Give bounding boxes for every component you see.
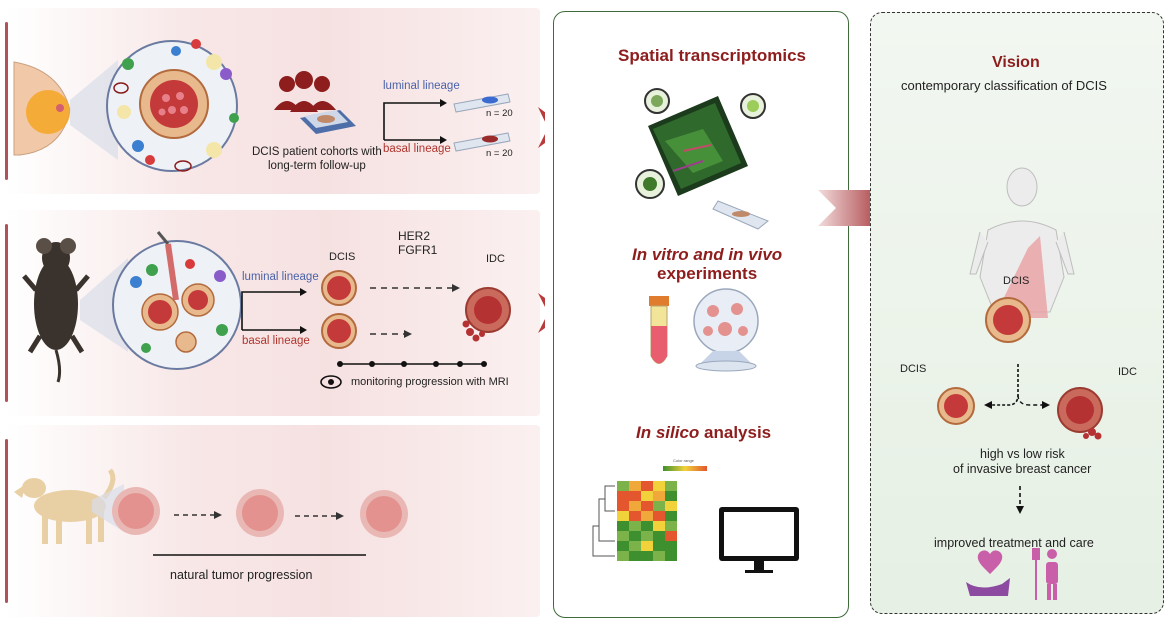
- vision-dcis-left-label: DCIS: [900, 363, 927, 375]
- dcis-lesion-basal: [321, 313, 357, 349]
- mouse-lineage-arrows: [241, 291, 300, 331]
- zoom-cone: [70, 60, 118, 160]
- mouse-illustration: [22, 238, 90, 383]
- natural-progression-label: natural tumor progression: [170, 568, 313, 582]
- cohort-caption-line1: DCIS patient cohorts with: [252, 146, 382, 158]
- cohort-caption-line2: long-term follow-up: [268, 160, 366, 172]
- panel-accent-bar: [5, 439, 8, 603]
- culture-tube-icon: [649, 296, 669, 364]
- dcis-lesion-luminal: [321, 270, 357, 306]
- gene-her2: HER2: [398, 229, 431, 243]
- risk-line2: of invasive breast cancer: [953, 462, 1092, 476]
- heart-hand-icon: [966, 550, 1010, 596]
- luminal-slide: [453, 93, 511, 113]
- tumor-cluster-3: [360, 490, 408, 538]
- vision-dcis-label: DCIS: [1003, 275, 1030, 287]
- methods-illustrations: Color range: [592, 88, 799, 573]
- vision-subtitle: contemporary classification of DCIS: [901, 78, 1107, 93]
- mri-monitoring-label: monitoring progression with MRI: [351, 376, 509, 388]
- heatmap-icon: [592, 466, 707, 561]
- panel-accent-bar: [5, 22, 8, 180]
- tissue-slide-icon: [300, 110, 356, 134]
- dog-illustration: [14, 468, 116, 544]
- left-illustrations: [13, 39, 545, 556]
- mri-timeline: [337, 361, 487, 367]
- low-risk-dcis: [937, 387, 975, 425]
- chevron-right-icon: [538, 107, 545, 148]
- n-luminal: n = 20: [486, 108, 513, 119]
- basal-lineage-label: basal lineage: [383, 143, 451, 155]
- tissue-microenvironment: [106, 39, 239, 172]
- zoom-cone: [80, 258, 128, 352]
- in-silico-title: In silico analysis: [636, 423, 771, 443]
- classification-stem: [992, 364, 1019, 406]
- patient-group-icon: [274, 71, 336, 112]
- gene-fgfr1: FGFR1: [398, 243, 438, 257]
- lineage-split-arrows: [383, 102, 440, 141]
- classification-branch: [1017, 394, 1042, 406]
- vision-idc-label: IDC: [1118, 366, 1137, 378]
- zoom-circle-2: [740, 93, 766, 119]
- mouse-tissue-microenvironment: [112, 231, 242, 370]
- in-vitro-title-line1: In vitro and in vivo: [632, 245, 782, 265]
- mouse-luminal-label: luminal lineage: [242, 271, 319, 283]
- spatial-tissue-image: [648, 96, 748, 196]
- dcis-label: DCIS: [329, 251, 356, 263]
- vision-title: Vision: [992, 54, 1040, 71]
- vision-dcis-lesion: [985, 297, 1031, 343]
- idc-lesion: [462, 287, 511, 342]
- vision-illustrations: [937, 167, 1103, 600]
- risk-line1: high vs low risk: [980, 447, 1065, 461]
- heatmap-legend-label: Color range: [673, 458, 695, 463]
- chevron-right-icon: [538, 293, 545, 333]
- eye-icon: [320, 375, 342, 389]
- in-vitro-title-line2: experiments: [657, 264, 758, 283]
- high-risk-idc: [1057, 387, 1103, 440]
- panel-accent-bar: [5, 224, 8, 402]
- zoom-circle-3: [635, 169, 665, 199]
- improved-care-label: improved treatment and care: [934, 536, 1094, 550]
- basal-slide: [453, 132, 511, 152]
- in-vitro-italic: In vitro and in vivo: [632, 245, 783, 264]
- mouse-basal-label: basal lineage: [242, 335, 310, 347]
- monitor-icon: [719, 507, 799, 573]
- breast-illustration: [13, 61, 71, 156]
- luminal-lineage-label: luminal lineage: [383, 80, 460, 92]
- in-silico-rest: analysis: [699, 423, 772, 442]
- organoid-dish-icon: [693, 288, 759, 372]
- tumor-cluster-2: [236, 489, 284, 537]
- idc-label: IDC: [486, 253, 505, 265]
- in-silico-italic: In silico: [636, 423, 700, 442]
- tumor-cluster-1: [112, 487, 160, 535]
- zoom-circle-1: [644, 88, 670, 114]
- spatial-transcriptomics-title: Spatial transcriptomics: [618, 46, 807, 65]
- n-basal: n = 20: [486, 148, 513, 159]
- patient-iv-icon: [1032, 548, 1058, 600]
